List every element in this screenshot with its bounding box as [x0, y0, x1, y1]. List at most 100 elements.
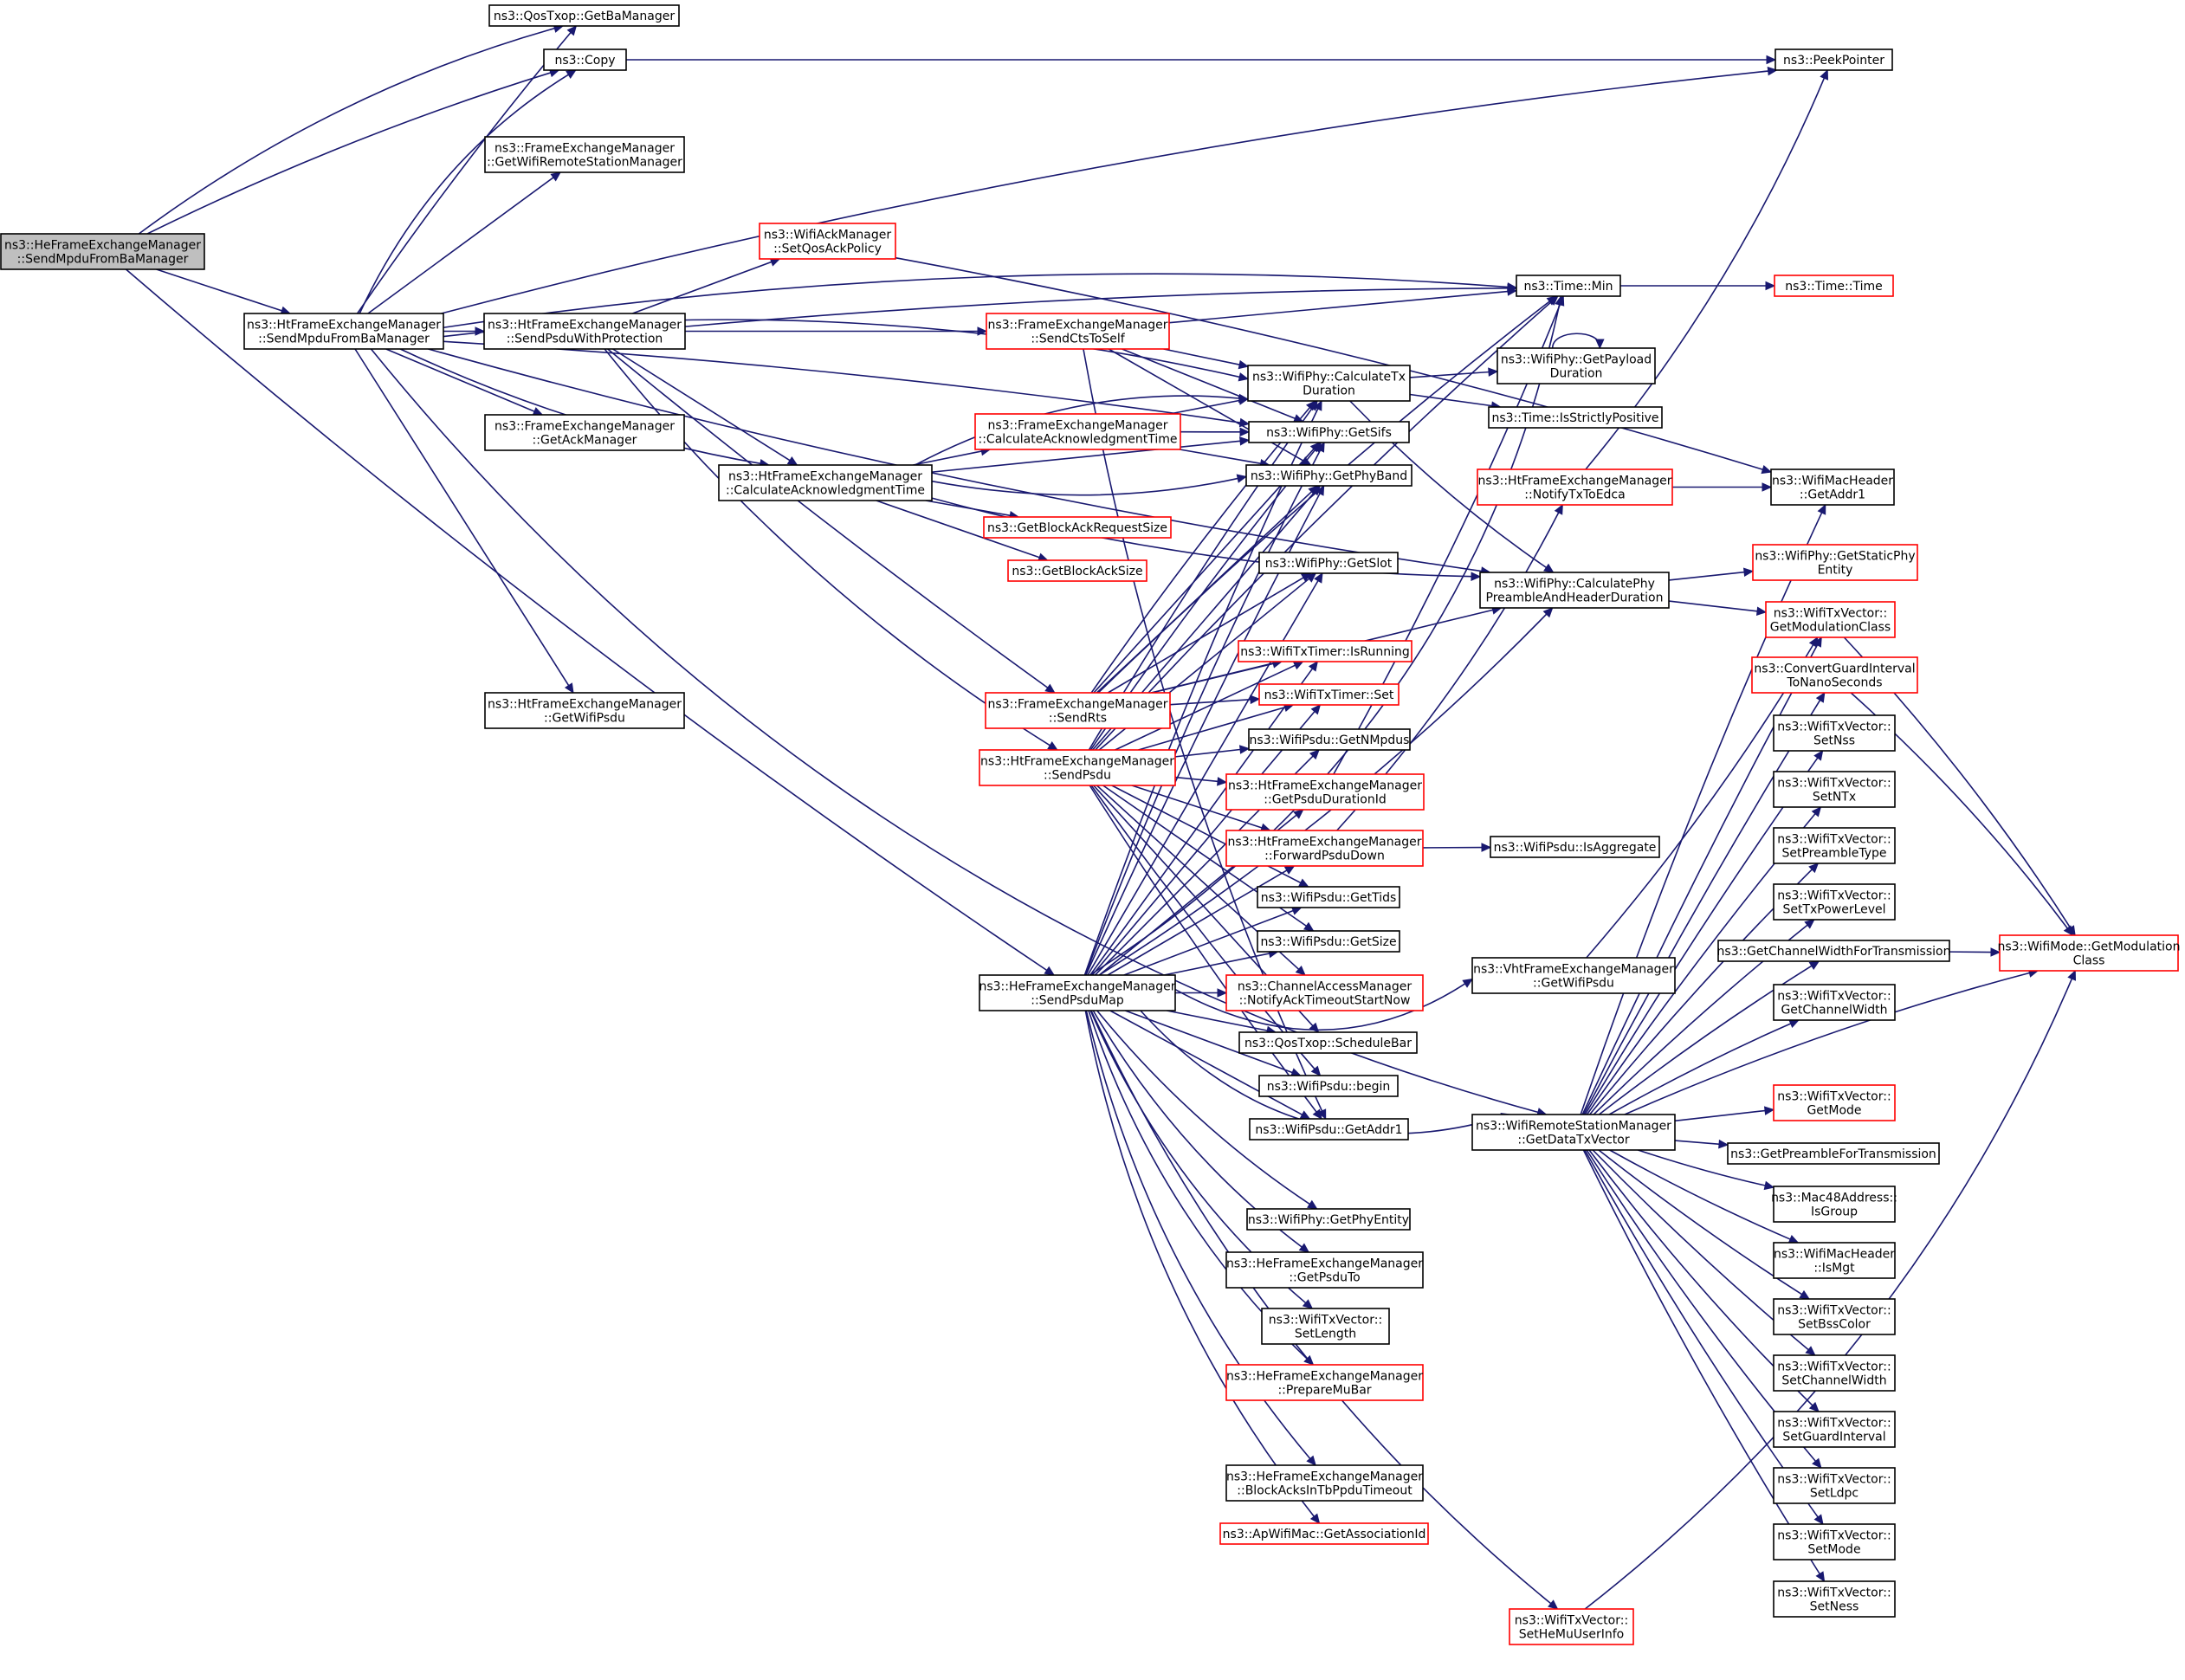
node-label-line: GetModulationClass	[1770, 621, 1891, 635]
arrowhead-htSendPsduProt-to-sendRts	[1044, 683, 1056, 694]
node-box	[1773, 1084, 1896, 1121]
node-label-line: SetChannelWidth	[1781, 1374, 1886, 1388]
node-root[interactable]: ns3::HeFrameExchangeManager::SendMpduFro…	[0, 233, 205, 270]
node-getPhyBand[interactable]: ns3::WifiPhy::GetPhyBand	[1245, 464, 1412, 487]
node-sendRts[interactable]: ns3::FrameExchangeManager::SendRts	[985, 692, 1171, 729]
node-setBss[interactable]: ns3::WifiTxVector::SetBssColor	[1773, 1298, 1896, 1335]
node-setLdpc[interactable]: ns3::WifiTxVector::SetLdpc	[1773, 1467, 1896, 1504]
node-getPhyEntity[interactable]: ns3::WifiPhy::GetPhyEntity	[1246, 1208, 1411, 1231]
node-label-line: ::NotifyTxToEdca	[1524, 488, 1625, 502]
arrowhead-htSendMpdu-to-getWrsm	[550, 171, 562, 182]
node-isAggregate[interactable]: ns3::WifiPsdu::IsAggregate	[1490, 836, 1660, 858]
edge-htSendPsdu-to-getPsduDur	[1174, 776, 1219, 783]
node-label-line: ns3::FrameExchangeManager	[988, 419, 1168, 433]
node-getChWidthTx[interactable]: ns3::GetChannelWidthForTransmission	[1717, 940, 1951, 962]
node-getBarSize[interactable]: ns3::GetBlockAckRequestSize	[983, 516, 1172, 539]
node-copy[interactable]: ns3::Copy	[543, 48, 627, 71]
node-vhtGetPsdu[interactable]: ns3::VhtFrameExchangeManager::GetWifiPsd…	[1471, 957, 1676, 994]
node-setNss[interactable]: ns3::WifiTxVector::SetNss	[1773, 714, 1896, 752]
edge-htSendPsduProt-to-setQosAck	[632, 261, 773, 314]
node-getBaSize[interactable]: ns3::GetBlockAckSize	[1007, 559, 1147, 582]
node-getDataTx[interactable]: ns3::WifiRemoteStationManager::GetDataTx…	[1471, 1114, 1676, 1151]
node-box	[1258, 683, 1400, 706]
node-timeTime[interactable]: ns3::Time::Time	[1774, 275, 1894, 297]
node-feCalcAck[interactable]: ns3::FrameExchangeManager::CalculateAckn…	[974, 413, 1181, 450]
node-label-line: ns3::WifiPhy::GetSlot	[1265, 557, 1393, 571]
node-psduAddr1[interactable]: ns3::WifiPsdu::GetAddr1	[1249, 1118, 1409, 1140]
node-isGroup[interactable]: ns3::Mac48Address::IsGroup	[1771, 1186, 1897, 1223]
node-setGi[interactable]: ns3::WifiTxVector::SetGuardInterval	[1773, 1411, 1896, 1448]
node-heSendPsduMap[interactable]: ns3::HeFrameExchangeManager::SendPsduMap	[979, 974, 1176, 1011]
arrowhead-heSendPsduMap-to-notifyAckTo	[1217, 988, 1228, 998]
node-notifyEdca[interactable]: ns3::HtFrameExchangeManager::NotifyTxToE…	[1477, 468, 1673, 506]
node-blockAcks[interactable]: ns3::HeFrameExchangeManager::BlockAcksIn…	[1225, 1464, 1424, 1502]
node-getMode[interactable]: ns3::WifiTxVector::GetMode	[1773, 1084, 1896, 1121]
node-label-line: ns3::QosTxop::GetBaManager	[494, 10, 675, 23]
node-getPreambleTx[interactable]: ns3::GetPreambleForTransmission	[1727, 1142, 1940, 1165]
node-label-line: ::GetAddr1	[1800, 488, 1865, 502]
node-calcPhyPre[interactable]: ns3::WifiPhy::CalculatePhyPreambleAndHea…	[1479, 572, 1670, 609]
node-label-line: ns3::WifiPsdu::GetSize	[1260, 935, 1396, 949]
node-label-line: ns3::WifiPsdu::IsAggregate	[1494, 841, 1657, 855]
node-peekPointer[interactable]: ns3::PeekPointer	[1775, 48, 1893, 71]
node-label-line: ::GetWifiPsdu	[544, 712, 625, 726]
arrowhead-htSendPsdu-to-notifyAckTo	[1295, 966, 1306, 976]
node-setQosAck[interactable]: ns3::WifiAckManager::SetQosAckPolicy	[759, 223, 896, 260]
node-getBaManager[interactable]: ns3::QosTxop::GetBaManager	[488, 4, 680, 27]
node-box	[1999, 934, 2179, 972]
node-getNMpdus[interactable]: ns3::WifiPsdu::GetNMpdus	[1248, 728, 1411, 751]
node-getTids[interactable]: ns3::WifiPsdu::GetTids	[1257, 886, 1400, 908]
node-getChWidth[interactable]: ns3::WifiTxVector::GetChannelWidth	[1773, 984, 1896, 1021]
edge-getDataTx-to-getPreambleTx	[1674, 1140, 1721, 1146]
node-getPsduTo[interactable]: ns3::HeFrameExchangeManager::GetPsduTo	[1225, 1251, 1424, 1289]
node-label-line: ns3::HtFrameExchangeManager	[1478, 475, 1672, 488]
node-scheduleBar[interactable]: ns3::QosTxop::ScheduleBar	[1238, 1031, 1418, 1054]
node-setChWidth[interactable]: ns3::WifiTxVector::SetChannelWidth	[1773, 1354, 1896, 1392]
node-isRunning[interactable]: ns3::WifiTxTimer::IsRunning	[1238, 640, 1412, 662]
node-label-line: ns3::WifiPhy::CalculateTx	[1252, 371, 1406, 384]
edge-htSendMpdu-to-getBaManager	[356, 31, 572, 314]
node-psduBegin[interactable]: ns3::WifiPsdu::begin	[1258, 1075, 1399, 1097]
node-setPreamble[interactable]: ns3::WifiTxVector::SetPreambleType	[1773, 827, 1896, 864]
node-setNess[interactable]: ns3::WifiTxVector::SetNess	[1773, 1580, 1896, 1618]
node-htSendMpdu[interactable]: ns3::HtFrameExchangeManager::SendMpduFro…	[243, 313, 444, 350]
node-notifyAckTo[interactable]: ns3::ChannelAccessManager::NotifyAckTime…	[1225, 974, 1424, 1011]
node-isStrictly[interactable]: ns3::Time::IsStrictlyPositive	[1488, 406, 1663, 429]
node-setHeMu[interactable]: ns3::WifiTxVector::SetHeMuUserInfo	[1509, 1608, 1634, 1645]
node-label-line: ns3::WifiTxVector::	[1777, 1529, 1891, 1543]
node-label-line: ::SendCtsToSelf	[1031, 333, 1125, 346]
node-modeGetModClass[interactable]: ns3::WifiMode::GetModulationClass	[1998, 934, 2181, 972]
node-getWifiPsduHt[interactable]: ns3::HtFrameExchangeManager::GetWifiPsdu	[484, 692, 685, 729]
node-getSifs[interactable]: ns3::WifiPhy::GetSifs	[1248, 421, 1410, 443]
node-fwdPsdu[interactable]: ns3::HtFrameExchangeManager::ForwardPsdu…	[1225, 830, 1424, 867]
node-setMode[interactable]: ns3::WifiTxVector::SetMode	[1773, 1523, 1896, 1560]
edge-heSendPsduMap-to-fwdPsdu	[1107, 869, 1289, 976]
node-setTxPower[interactable]: ns3::WifiTxVector::SetTxPowerLevel	[1773, 883, 1896, 921]
node-htCalcAck[interactable]: ns3::HtFrameExchangeManager::CalculateAc…	[718, 464, 933, 501]
node-htSendPsdu[interactable]: ns3::HtFrameExchangeManager::SendPsdu	[979, 749, 1176, 786]
node-sendCts[interactable]: ns3::FrameExchangeManager::SendCtsToSelf	[986, 313, 1170, 350]
node-prepMuBar[interactable]: ns3::HeFrameExchangeManager::PrepareMuBa…	[1225, 1364, 1424, 1401]
node-setNTx[interactable]: ns3::WifiTxVector::SetNTx	[1773, 771, 1896, 808]
node-getSize[interactable]: ns3::WifiPsdu::GetSize	[1257, 930, 1400, 953]
edge-htSendPsdu-to-getSize	[1102, 785, 1308, 927]
node-getAckMgr[interactable]: ns3::FrameExchangeManager::GetAckManager	[484, 414, 685, 451]
node-timeMin[interactable]: ns3::Time::Min	[1516, 275, 1621, 297]
node-setLength[interactable]: ns3::WifiTxVector::SetLength	[1261, 1308, 1390, 1345]
node-getAddr1[interactable]: ns3::WifiMacHeader::GetAddr1	[1770, 468, 1895, 506]
node-isMgt[interactable]: ns3::WifiMacHeader::IsMgt	[1773, 1242, 1896, 1279]
node-getSlot[interactable]: ns3::WifiPhy::GetSlot	[1258, 552, 1399, 574]
arrowhead-htSendPsduProt-to-htCalcAck	[786, 456, 798, 466]
node-timerSet[interactable]: ns3::WifiTxTimer::Set	[1258, 683, 1400, 706]
node-getModClassTx[interactable]: ns3::WifiTxVector::GetModulationClass	[1765, 601, 1896, 638]
node-getPsduDur[interactable]: ns3::HtFrameExchangeManager::GetPsduDura…	[1225, 773, 1425, 811]
node-box	[1257, 886, 1400, 908]
node-htSendPsduProt[interactable]: ns3::HtFrameExchangeManager::SendPsduWit…	[483, 313, 686, 350]
node-getAid[interactable]: ns3::ApWifiMac::GetAssociationId	[1219, 1522, 1429, 1545]
node-getWrsm[interactable]: ns3::FrameExchangeManager::GetWifiRemote…	[484, 136, 685, 173]
arrowhead-heSendPsduMap-to-isRunning	[1308, 661, 1319, 672]
